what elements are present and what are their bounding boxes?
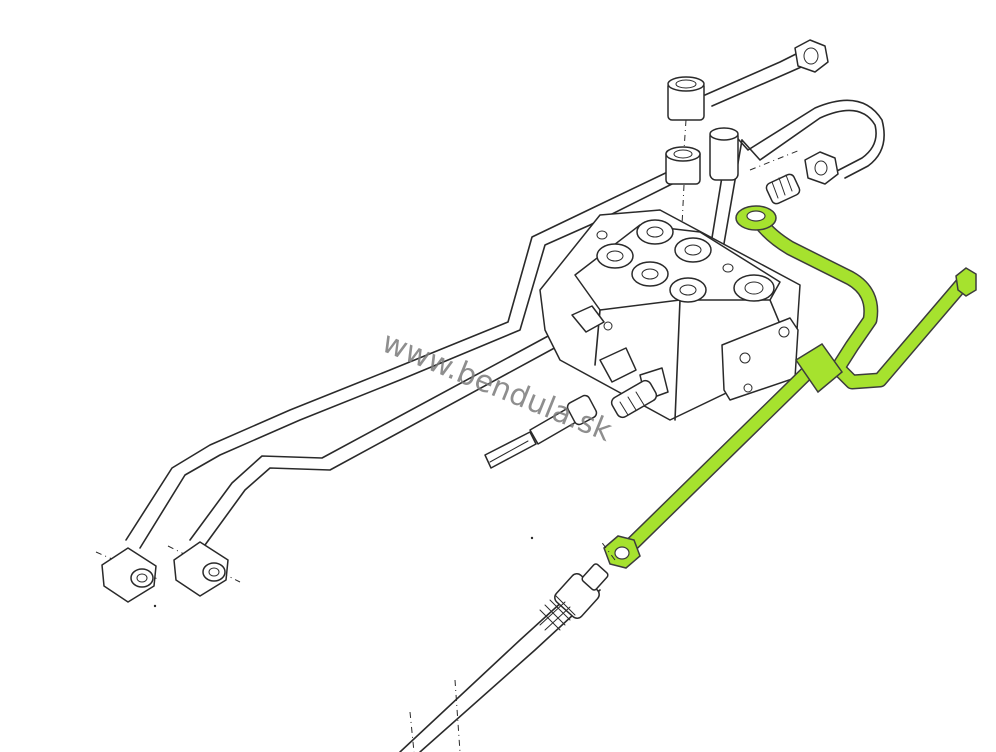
top-hex-nut — [794, 39, 829, 73]
control-lever — [484, 394, 598, 469]
highlighted-pressure-pipe — [603, 205, 977, 569]
control-valve-block — [539, 209, 801, 421]
valve-coupler — [610, 379, 658, 419]
lower-hose — [399, 539, 616, 752]
left-end-fittings — [95, 541, 241, 603]
upper-sleeve-fittings — [665, 76, 739, 226]
reference-dots — [153, 536, 534, 608]
side-fittings — [749, 149, 839, 205]
